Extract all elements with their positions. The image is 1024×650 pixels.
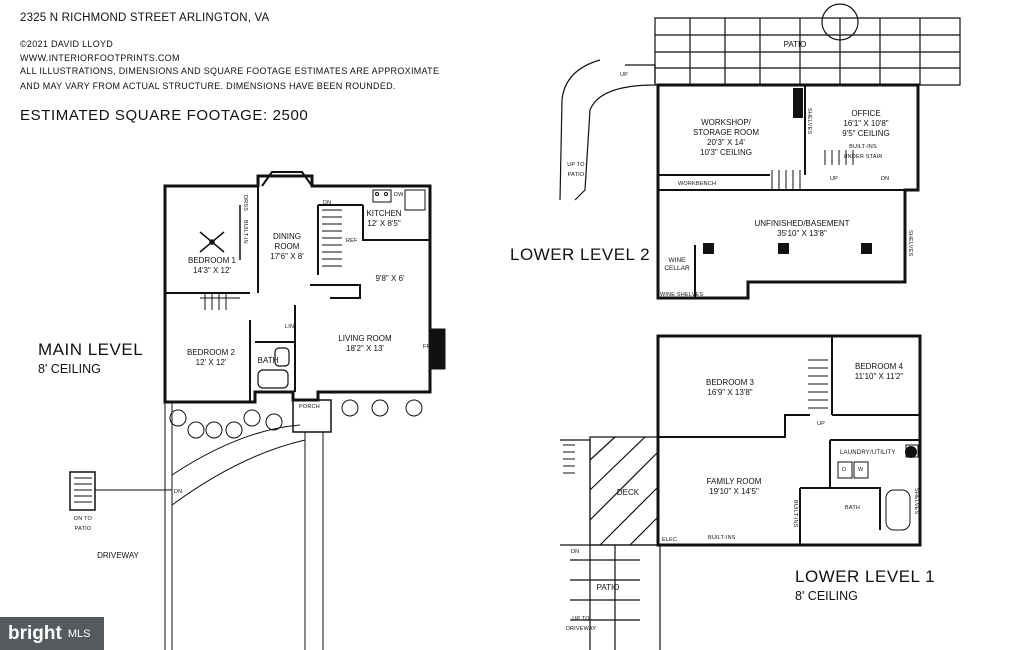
room-bath-main: BATH xyxy=(257,356,279,365)
lower-level-1-ceiling: 8' CEILING xyxy=(795,589,858,603)
deck-label: DECK xyxy=(616,488,640,497)
stair-dn-l1: DN xyxy=(571,549,580,555)
room-workshop: WORKSHOP/ STORAGE ROOM 20'3" X 14' 10'3"… xyxy=(692,118,760,157)
room-laundry: LAUNDRY/UTILITY xyxy=(840,450,896,456)
workbench-label: WORKBENCH xyxy=(678,181,717,187)
dn-to-patio: DN TO PATIO xyxy=(74,516,92,532)
room-bedroom-2: BEDROOM 2 12' X 12' xyxy=(186,348,235,367)
builtins-under-stair: BUILT-INS UNDER STAIR xyxy=(843,144,883,160)
up-to-driveway: UP TO DRIVEWAY xyxy=(565,616,597,632)
room-porch: PORCH xyxy=(299,404,320,410)
room-wine-cellar: WINE CELLAR xyxy=(664,257,690,272)
room-family: FAMILY ROOM 19'10" X 14'5" xyxy=(706,477,762,496)
washer-label: W xyxy=(858,467,864,473)
driveway-label: DRIVEWAY xyxy=(97,551,139,560)
wine-shelves-label: WINE SHELVES xyxy=(660,292,704,298)
room-unfinished-basement: UNFINISHED/BASEMENT 35'10" X 13'8" xyxy=(754,219,850,238)
shelves-office: SHELVES xyxy=(806,108,812,135)
stair-dn-l2: DN xyxy=(881,176,890,182)
shelves-basement: SHELVES xyxy=(907,230,913,257)
dw-label: DW xyxy=(394,192,404,198)
stair-up-l2: UP xyxy=(830,176,839,182)
builtin-label: BUILT-IN xyxy=(242,220,248,244)
lower2-outer-wall xyxy=(656,83,920,300)
bright-mls-badge: bright MLS xyxy=(0,617,104,650)
patio-upper: PATIO xyxy=(783,40,807,49)
up-to-patio: UP TO PATIO xyxy=(567,162,585,178)
room-living: LIVING ROOM 18'2" X 13' xyxy=(338,334,392,353)
disclaimer-line-1: ALL ILLUSTRATIONS, DIMENSIONS AND SQUARE… xyxy=(20,66,440,76)
website-text: WWW.INTERIORFOOTPRINTS.COM xyxy=(20,53,180,63)
dress-label: DRSS xyxy=(242,195,248,212)
main-level-ceiling: 8' CEILING xyxy=(38,362,101,376)
main-outer-wall xyxy=(163,174,432,404)
room-kitchen: KITCHEN 12' X 8'5" xyxy=(366,209,402,228)
room-bath-l1: BATH xyxy=(845,505,861,511)
room-bedroom-1: BEDROOM 1 14'3" X 12' xyxy=(187,256,236,275)
stair-dn-main: DN xyxy=(323,200,332,206)
copyright-text: ©2021 DAVID LLOYD xyxy=(20,39,114,49)
lin-closet: LIN xyxy=(285,324,295,330)
lower-level-1-title: LOWER LEVEL 1 xyxy=(795,567,936,586)
shelves-l1: SHELVES xyxy=(913,488,919,515)
fireplace: FP xyxy=(423,344,431,350)
elec-label: ELEC xyxy=(662,537,678,543)
dryer-label: D xyxy=(842,467,847,473)
room-bedroom-4: BEDROOM 4 11'10" X 11'2" xyxy=(854,362,904,381)
ref-label: REF xyxy=(346,238,358,244)
room-dining: DINING ROOM 17'6" X 8' xyxy=(270,232,304,261)
builtins-family: BUILT-INS xyxy=(708,535,736,541)
mls-logo-text: MLS xyxy=(67,627,91,640)
lower-level-2-title: LOWER LEVEL 2 xyxy=(510,245,651,264)
bright-logo-text: bright xyxy=(8,622,62,644)
square-footage: ESTIMATED SQUARE FOOTAGE: 2500 xyxy=(20,107,309,124)
driveway-dn: DN xyxy=(174,489,183,495)
disclaimer-line-2: AND MAY VARY FROM ACTUAL STRUCTURE. DIME… xyxy=(20,81,396,91)
patio-lower: PATIO xyxy=(596,583,620,592)
stair-up-l1: UP xyxy=(817,421,826,427)
room-office: OFFICE 16'1" X 10'8" 9'5" CEILING xyxy=(842,109,890,138)
main-level-title: MAIN LEVEL xyxy=(38,340,144,359)
room-nook: 9'8" X 6' xyxy=(375,274,405,283)
room-bedroom-3: BEDROOM 3 16'9" X 13'8" xyxy=(705,378,754,397)
address-title: 2325 N RICHMOND STREET ARLINGTON, VA xyxy=(20,12,270,24)
builtins-vertical: BUILT-INS xyxy=(792,500,798,528)
patio-up: UP xyxy=(620,72,629,78)
